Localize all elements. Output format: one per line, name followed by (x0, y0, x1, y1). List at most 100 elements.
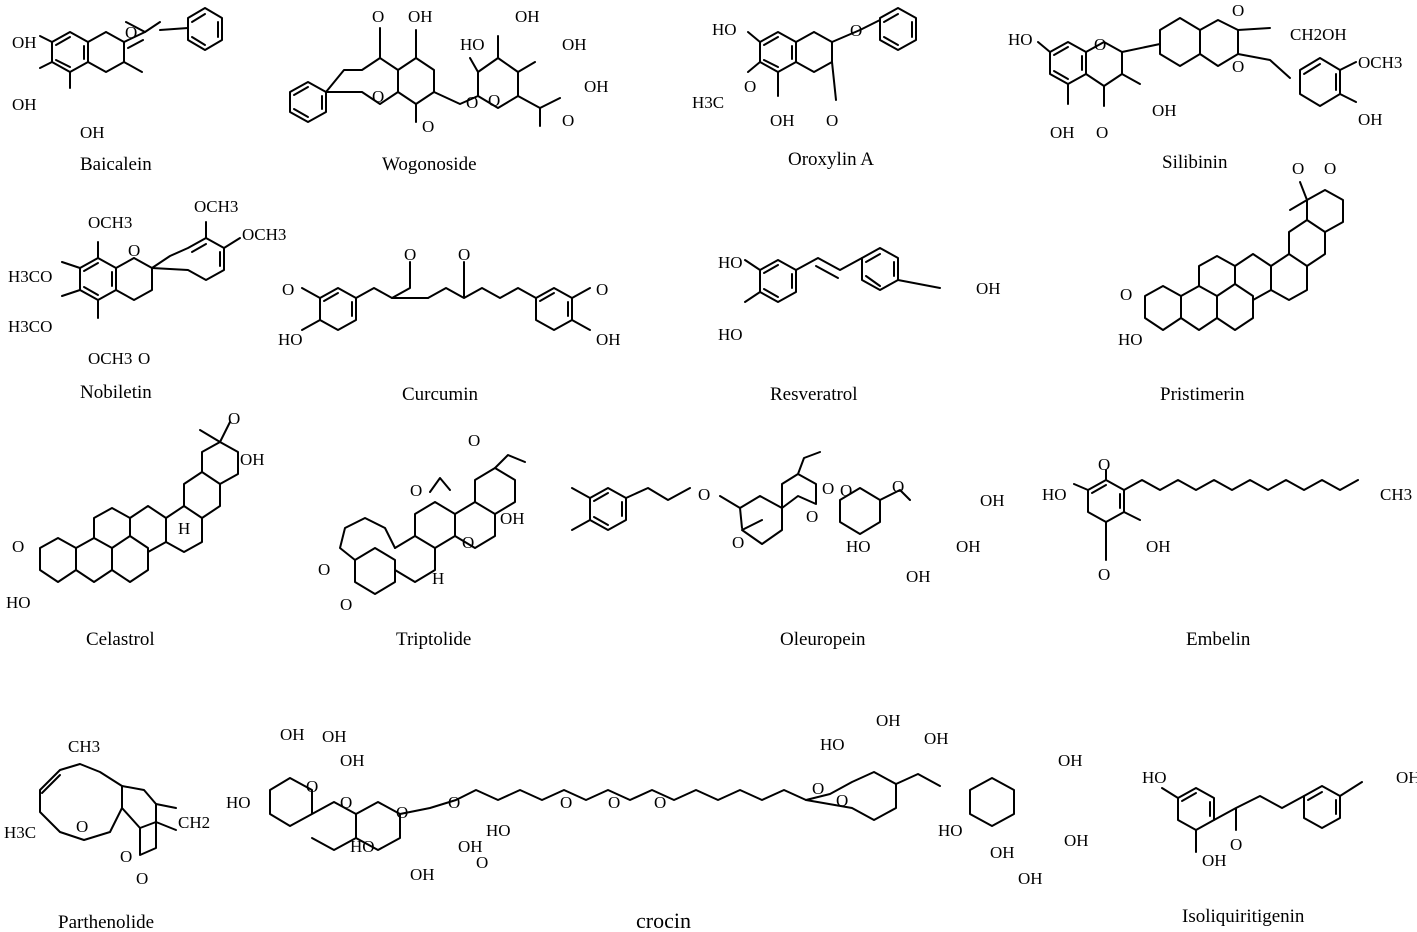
structure-parthenolide: CH3 H3C O O CH2 O Parthenolide (4, 737, 210, 932)
structure-nobiletin: OCH3 OCH3 OCH3 H3CO H3CO OCH3 O O Nobile… (8, 197, 286, 403)
oleuropein-name: Oleuropein (780, 629, 866, 650)
crocin-atom-10: OH (410, 865, 435, 884)
silibinin-atom-1: O (1094, 35, 1106, 54)
structure-celastrol: O OH H O HO Celastrol (6, 409, 265, 650)
oleuropein-atom-6: OH (980, 491, 1005, 510)
structure-curcumin: O O O O HO OH Curcumin (278, 245, 621, 405)
celastrol-atom-0: O (12, 537, 24, 556)
parthenolide-atom-1: H3C (4, 823, 36, 842)
crocin-atom-13: O (812, 779, 824, 798)
triptolide-atom-1: O (340, 595, 352, 614)
oroxylin-a-atom-5: O (850, 21, 862, 40)
nobiletin-atom-4: H3CO (8, 317, 52, 336)
structure-baicalein: OH OH OH O Baicalein (12, 7, 223, 175)
crocin-atom-6: O (396, 803, 408, 822)
silibinin-atom-9: OH (1152, 101, 1177, 120)
baicalein-atom-3: O (125, 23, 137, 42)
crocin-atom-20: HO (938, 821, 963, 840)
nobiletin-atom-6: O (128, 241, 140, 260)
oroxylin-a-atom-3: OH (770, 111, 795, 130)
wogonoside-atom-7: O (488, 91, 500, 110)
resveratrol-name: Resveratrol (770, 384, 858, 405)
nobiletin-atom-7: O (138, 349, 150, 368)
wogonoside-atom-1: OH (408, 7, 433, 26)
embelin-atom-4: O (1098, 565, 1110, 584)
crocin-atom-12: O (476, 853, 488, 872)
curcumin-name: Curcumin (402, 384, 478, 405)
baicalein-name: Baicalein (80, 154, 152, 175)
wogonoside-atom-5: O (372, 87, 384, 106)
crocin-atom-14: OH (876, 711, 901, 730)
nobiletin-name: Nobiletin (80, 382, 152, 403)
crocin-atom-25: O (654, 793, 666, 812)
curcumin-atom-0: O (282, 280, 294, 299)
structure-pristimerin: O O O HO Pristimerin (1118, 159, 1344, 405)
embelin-atom-2: CH3 (1380, 485, 1412, 504)
triptolide-atom-2: OH (500, 509, 525, 528)
wogonoside-atom-6: O (466, 93, 478, 112)
oleuropein-atom-5: O (892, 477, 904, 496)
crocin-atom-24: O (608, 793, 620, 812)
triptolide-atom-3: O (462, 533, 474, 552)
celastrol-atom-2: H (178, 519, 190, 538)
resveratrol-atom-1: HO (718, 325, 743, 344)
crocin-atom-15: HO (820, 735, 845, 754)
resveratrol-atom-0: HO (718, 253, 743, 272)
triptolide-atom-5: O (468, 431, 480, 450)
silibinin-atom-3: O (1232, 57, 1244, 76)
crocin-atom-17: O (836, 791, 848, 810)
silibinin-name: Silibinin (1162, 152, 1228, 173)
wogonoside-atom-2: HO (460, 35, 485, 54)
structure-resveratrol: HO HO OH Resveratrol (718, 247, 1001, 405)
embelin-atom-0: O (1098, 455, 1110, 474)
pristimerin-atom-3: HO (1118, 330, 1143, 349)
curcumin-atom-3: O (596, 280, 608, 299)
oleuropein-atom-0: O (698, 485, 710, 504)
structure-silibinin: HO O O O CH2OH OCH3 OH OH O OH Silibinin (1008, 1, 1402, 173)
crocin-name: crocin (636, 908, 691, 932)
structure-isoliquiritigenin: HO OH OH O Isoliquiritigenin (1142, 768, 1417, 927)
wogonoside-atom-8: O (562, 111, 574, 130)
oleuropein-atom-4: O (840, 481, 852, 500)
oleuropein-atom-7: HO (846, 537, 871, 556)
crocin-atom-22: OH (990, 843, 1015, 862)
curcumin-atom-4: HO (278, 330, 303, 349)
wogonoside-name: Wogonoside (382, 154, 477, 175)
structure-embelin: O HO CH3 OH O Embelin (1042, 455, 1412, 650)
isoliquiritigenin-name: Isoliquiritigenin (1182, 906, 1305, 927)
structure-wogonoside: O OH HO OH OH O O O O OH O Wogonoside (289, 7, 609, 175)
crocin-atom-7: O (448, 793, 460, 812)
baicalein-atom-1: OH (12, 95, 37, 114)
crocin-atom-0: OH (280, 725, 305, 744)
nobiletin-atom-1: OCH3 (194, 197, 238, 216)
crocin-atom-3: HO (226, 793, 251, 812)
parthenolide-atom-4: CH2 (178, 813, 210, 832)
oleuropein-atom-9: OH (906, 567, 931, 586)
baicalein-atom-2: OH (80, 123, 105, 142)
embelin-name: Embelin (1186, 629, 1251, 650)
nobiletin-atom-3: H3CO (8, 267, 52, 286)
structure-oroxylin-a: HO H3C O OH O O Oroxylin A (692, 7, 917, 170)
isoliquiritigenin-atom-2: OH (1396, 768, 1417, 787)
wogonoside-atom-3: OH (515, 7, 540, 26)
isoliquiritigenin-atom-3: O (1230, 835, 1242, 854)
crocin-atom-9: OH (458, 837, 483, 856)
crocin-atom-19: OH (1064, 831, 1089, 850)
celastrol-atom-3: O (228, 409, 240, 428)
crocin-atom-21: OH (1018, 869, 1043, 888)
oleuropein-atom-1: O (732, 533, 744, 552)
structure-triptolide: O O OH O O O H Triptolide (318, 431, 526, 650)
curcumin-atom-5: OH (596, 330, 621, 349)
silibinin-atom-2: O (1232, 1, 1244, 20)
celastrol-name: Celastrol (86, 629, 155, 650)
crocin-atom-18: OH (1058, 751, 1083, 770)
nobiletin-atom-0: OCH3 (88, 213, 132, 232)
pristimerin-atom-0: O (1292, 159, 1304, 178)
structure-crocin: OH OH OH HO O O O O HO OH OH HO O O OH H… (226, 711, 1089, 932)
silibinin-atom-7: OH (1050, 123, 1075, 142)
crocin-atom-2: OH (340, 751, 365, 770)
embelin-atom-1: HO (1042, 485, 1067, 504)
crocin-atom-16: OH (924, 729, 949, 748)
silibinin-atom-5: OCH3 (1358, 53, 1402, 72)
